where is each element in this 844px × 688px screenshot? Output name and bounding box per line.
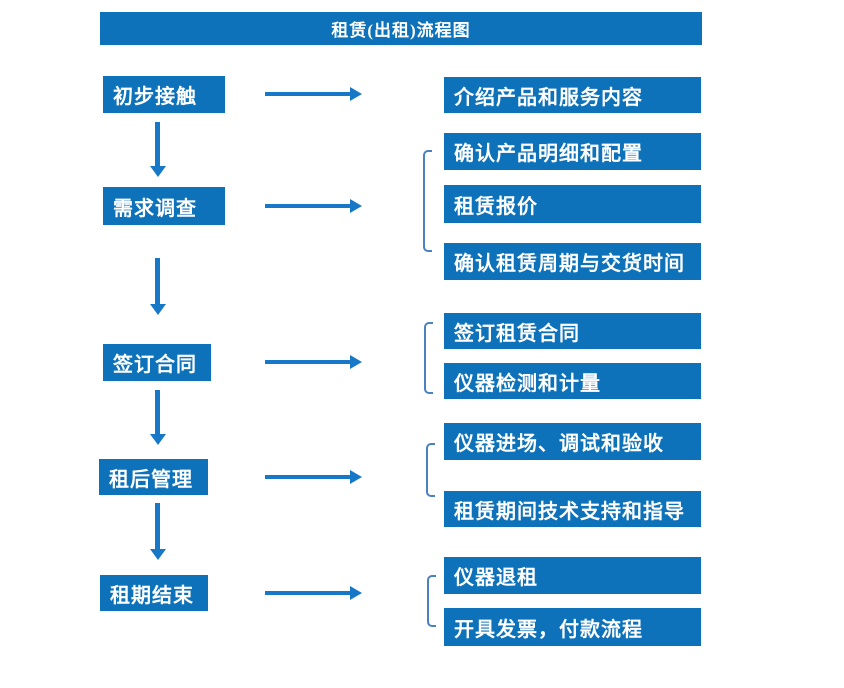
step-box-demand-survey: 需求调查 [103,187,225,225]
right-arrow-step4 [265,470,362,484]
bracket-group-demand-survey [423,150,432,252]
bracket-group-post-rental-management [426,443,435,497]
detail-box-sign-rental-contract: 签订租赁合同 [444,313,701,349]
flowchart-title-bar: 租赁(出租)流程图 [100,12,702,45]
right-arrow-step5 [265,586,362,600]
step-box-post-rental-management: 租后管理 [99,459,208,495]
detail-box-instrument-setup: 仪器进场、调试和验收 [444,423,701,460]
detail-box-confirm-product-details: 确认产品明细和配置 [444,133,701,170]
down-arrow-step3-step4 [149,390,166,445]
step-box-rental-end: 租期结束 [100,575,208,611]
down-arrow-step1-step2 [149,122,166,177]
down-arrow-step2-step3 [149,258,166,315]
bracket-group-sign-contract [424,322,433,394]
detail-box-rental-quote: 租赁报价 [444,185,701,223]
detail-box-introduce-products: 介绍产品和服务内容 [444,77,701,113]
down-arrow-step4-step5 [149,503,166,560]
detail-box-confirm-rental-period: 确认租赁周期与交货时间 [444,243,701,280]
right-arrow-step3 [265,355,362,369]
bracket-group-rental-end [427,575,436,627]
detail-box-instrument-return: 仪器退租 [444,557,701,594]
step-box-sign-contract: 签订合同 [103,344,211,381]
right-arrow-step2 [265,199,362,213]
flowchart-title: 租赁(出租)流程图 [331,21,471,40]
detail-box-tech-support: 租赁期间技术支持和指导 [444,491,701,527]
detail-box-instrument-testing: 仪器检测和计量 [444,363,701,399]
step-box-initial-contact: 初步接触 [103,76,225,113]
detail-box-invoice-payment: 开具发票，付款流程 [444,608,701,646]
right-arrow-step1 [265,87,362,101]
